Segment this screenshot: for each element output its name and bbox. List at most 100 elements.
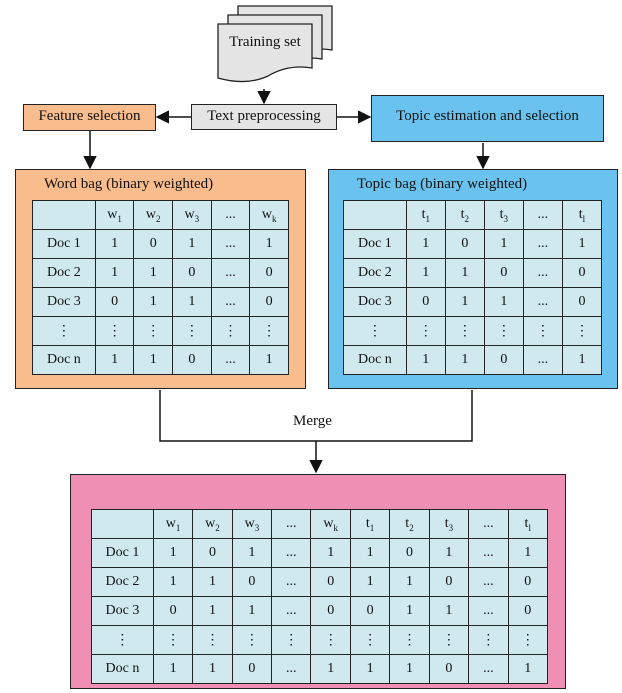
table-cell: 1 (483, 229, 524, 259)
table-cell: 1 (249, 229, 289, 259)
table-cell: 0 (310, 596, 351, 626)
column-header: t1 (349, 509, 391, 539)
column-header: t1 (405, 200, 446, 230)
table-cell: 1 (192, 596, 233, 626)
table-cell: ... (210, 345, 251, 375)
table-cell: ⋮ (507, 625, 549, 655)
table-cell: ⋮ (405, 316, 446, 346)
table-cell: ⋮ (94, 316, 135, 346)
table-cell: ⋮ (152, 625, 194, 655)
table-cell: 1 (444, 287, 485, 317)
table-cell: 0 (152, 596, 194, 626)
table-cell: 0 (192, 538, 233, 568)
column-header: w3 (231, 509, 273, 539)
feature-selection-label: Feature selection (38, 108, 141, 124)
column-header: wk (310, 509, 351, 539)
table-cell: 0 (249, 258, 289, 288)
table-cell: 0 (483, 258, 524, 288)
table-cell: 1 (192, 654, 233, 684)
table-cell: 1 (349, 654, 391, 684)
table-cell: ... (468, 567, 509, 597)
table-cell: 1 (94, 258, 135, 288)
row-label: Doc 3 (343, 287, 407, 317)
table-cell: 0 (133, 229, 174, 259)
column-header: tl (561, 200, 603, 230)
column-header: t3 (483, 200, 524, 230)
row-label: ⋮ (91, 625, 154, 655)
table-cell: 1 (405, 258, 446, 288)
table-cell: 1 (428, 596, 470, 626)
table-cell: ... (271, 654, 312, 684)
table-row: ⋮⋮⋮⋮⋮⋮⋮⋮⋮⋮⋮ (91, 625, 549, 655)
table-cell: 1 (389, 654, 430, 684)
table-cell: 1 (405, 345, 446, 375)
table-cell: 0 (405, 287, 446, 317)
row-label: Doc 2 (91, 567, 154, 597)
row-label: Doc n (343, 345, 407, 375)
text-preprocessing-label: Text preprocessing (207, 108, 321, 124)
row-label: Doc 1 (91, 538, 154, 568)
training-set-label: Training set (229, 34, 301, 50)
table-cell: 0 (444, 229, 485, 259)
topic-bag-title: Topic bag (binary weighted) (357, 176, 528, 192)
column-header: w1 (152, 509, 194, 539)
table-cell: 1 (133, 345, 174, 375)
table-cell: ⋮ (133, 316, 174, 346)
table-cell: 1 (561, 229, 603, 259)
table-cell: 1 (152, 654, 194, 684)
table-cell: ... (468, 596, 509, 626)
column-header: ... (271, 509, 312, 539)
table-cell: 1 (231, 538, 273, 568)
table-cell: ... (522, 229, 563, 259)
table-cell: 1 (483, 287, 524, 317)
table-cell: 1 (133, 287, 174, 317)
table-cell: ... (522, 258, 563, 288)
table-cell: 1 (152, 538, 194, 568)
table-cell: 1 (444, 258, 485, 288)
feature-selection-box: Feature selection (23, 104, 156, 131)
table-cell: ⋮ (310, 625, 351, 655)
row-label: Doc 1 (32, 229, 96, 259)
table-cell: 1 (389, 567, 430, 597)
row-label: Doc 3 (91, 596, 154, 626)
table-cell: 1 (507, 654, 549, 684)
word-bag-title: Word bag (binary weighted) (44, 176, 214, 192)
table-cell: 1 (231, 596, 273, 626)
table-cell: ... (271, 596, 312, 626)
table-cell: 0 (507, 567, 549, 597)
table-cell: ... (271, 567, 312, 597)
column-header: ... (468, 509, 509, 539)
table-cell: 0 (428, 654, 470, 684)
table-cell: 0 (483, 345, 524, 375)
merge-label: Merge (293, 413, 332, 429)
table-cell: 0 (310, 567, 351, 597)
column-header: w3 (172, 200, 212, 230)
table-cell: 1 (152, 567, 194, 597)
row-label: Doc 2 (343, 258, 407, 288)
row-label: Doc 2 (32, 258, 96, 288)
table-cell: ⋮ (389, 625, 430, 655)
table-cell: ⋮ (210, 316, 251, 346)
table-cell: 1 (561, 345, 603, 375)
table-cell: 1 (444, 345, 485, 375)
table-cell: 1 (310, 538, 351, 568)
table-cell: 1 (133, 258, 174, 288)
table-cell: ⋮ (483, 316, 524, 346)
table-cell: 0 (428, 567, 470, 597)
table-row: ⋮⋮⋮⋮⋮⋮ (32, 316, 289, 346)
table-cell: ... (522, 287, 563, 317)
